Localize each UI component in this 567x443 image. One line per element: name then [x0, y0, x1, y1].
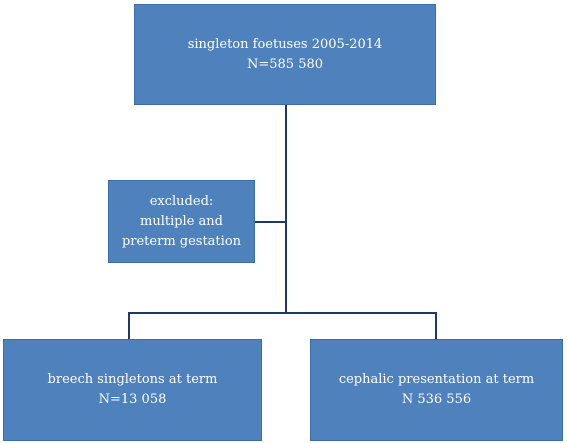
cephalic-group-label: cephalic presentation at term — [338, 372, 535, 387]
cephalic-group-count: N 536 556 — [401, 392, 472, 407]
exclusion-reason-line2: preterm gestation — [121, 233, 242, 249]
breech-group-count: N=13 058 — [98, 392, 167, 407]
source-population-count: N=585 580 — [246, 56, 324, 72]
source-population-box: singleton foetuses 2005-2014 N=585 580 — [134, 4, 436, 105]
source-population-label: singleton foetuses 2005-2014 — [187, 36, 383, 52]
exclusion-reason-line1: multiple and — [140, 213, 223, 229]
cephalic-group-box: cephalic presentation at term N 536 556 — [310, 339, 563, 441]
exclusion-title: excluded: — [149, 193, 214, 209]
breech-group-box: breech singletons at term N=13 058 — [3, 339, 262, 441]
exclusion-box: excluded: multiple and preterm gestation — [108, 180, 255, 263]
breech-group-label: breech singletons at term — [47, 372, 218, 387]
